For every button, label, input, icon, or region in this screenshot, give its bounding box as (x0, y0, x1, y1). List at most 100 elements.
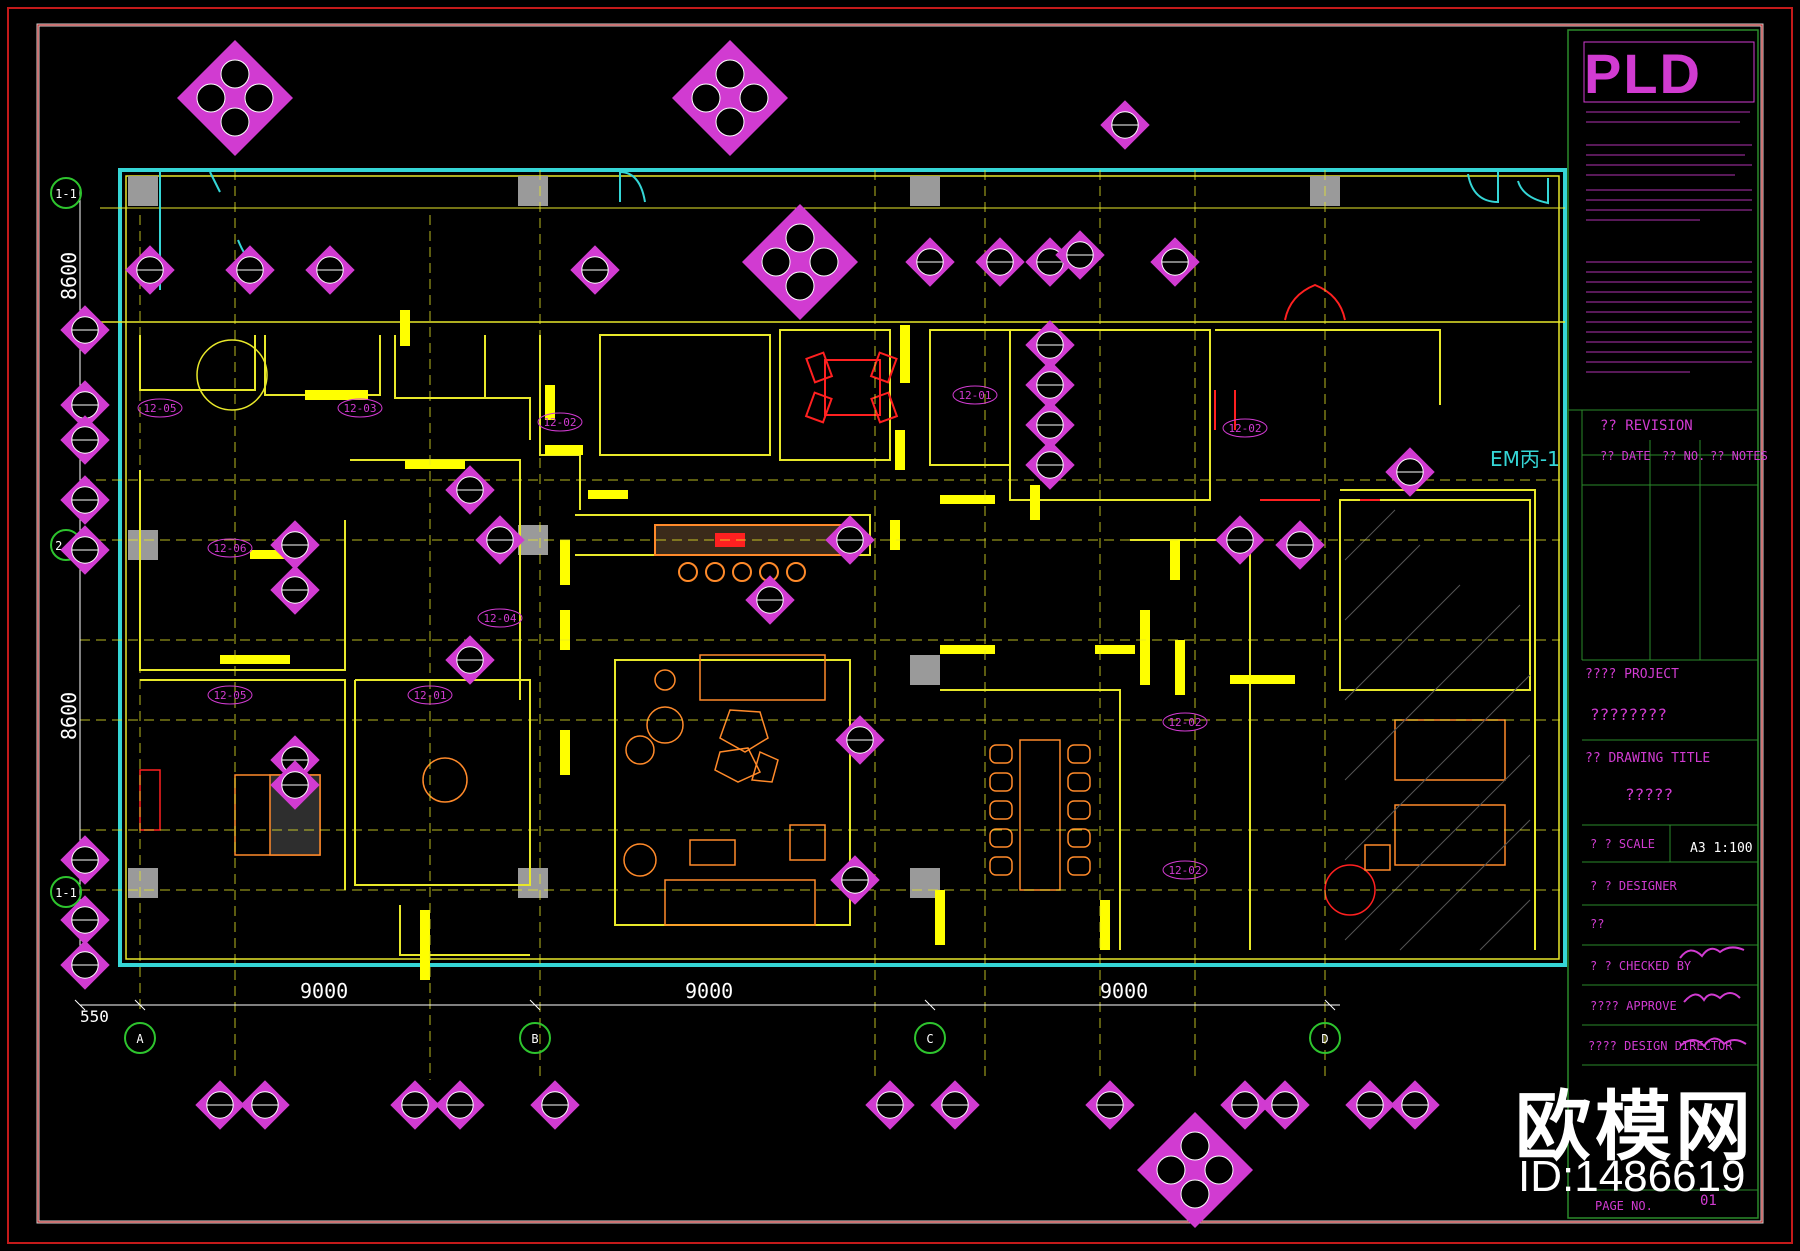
elevation-marker (60, 835, 110, 885)
elevation-marker (1025, 360, 1075, 410)
elevation-marker (475, 515, 525, 565)
title-block-text: ?? REVISION ?? DATE ?? NO. ?? NOTES ????… (1585, 418, 1768, 1213)
elevation-marker (745, 575, 795, 625)
elevation-marker (225, 245, 275, 295)
svg-text:A: A (136, 1032, 144, 1046)
director-label: ???? DESIGN DIRECTOR (1588, 1039, 1733, 1053)
signature-approve (1683, 992, 1741, 1003)
room-tag: 12-02 (1162, 712, 1208, 732)
elevation-marker (1220, 1080, 1270, 1130)
room-tag: 12-02 (1222, 418, 1268, 438)
elevation-marker (125, 245, 175, 295)
elevation-marker (835, 715, 885, 765)
room-tag: 12-02 (537, 412, 583, 432)
svg-text:1-1: 1-1 (55, 187, 77, 201)
room-tag: 12-01 (952, 385, 998, 405)
grid-bubble-bottom-a: A (124, 1022, 156, 1054)
svg-text:C: C (926, 1032, 933, 1046)
elevation-marker (1275, 520, 1325, 570)
elevation-marker (445, 635, 495, 685)
elevation-marker (1025, 440, 1075, 490)
room-tag: 12-01 (407, 685, 453, 705)
elevation-marker (60, 415, 110, 465)
dimension-lines (74, 190, 1340, 1011)
svg-text:12-04: 12-04 (483, 612, 516, 625)
title-block (1567, 29, 1759, 1219)
elevation-marker (270, 565, 320, 615)
elevation-marker (1025, 320, 1075, 370)
elevation-marker (1390, 1080, 1440, 1130)
elevation-marker (865, 1080, 915, 1130)
scale-label: ? ? SCALE (1590, 837, 1655, 851)
room-tag: 12-02 (1162, 860, 1208, 880)
door-swings (1214, 283, 1380, 501)
elevation-marker (1150, 237, 1200, 287)
svg-text:D: D (1321, 1032, 1328, 1046)
elevation-marker (270, 520, 320, 570)
grid-lines (80, 170, 1560, 1080)
scale-value: A3 1:100 (1690, 841, 1753, 856)
room-tag: 12-05 (137, 398, 183, 418)
elevation-marker (830, 855, 880, 905)
elevation-marker (60, 475, 110, 525)
grid-bubble-bottom-c: C (914, 1022, 946, 1054)
signature-director (1679, 1037, 1747, 1048)
svg-text:1-1: 1-1 (55, 886, 77, 900)
revision-col-notes: ?? NOTES (1710, 449, 1768, 463)
watermark-brand: 欧模网 (1515, 1085, 1755, 1170)
room-tags: 12-05 12-03 12-02 12-01 12-02 12-06 12-0… (137, 385, 1268, 880)
page-no-value: 01 (1700, 1193, 1717, 1209)
sheet-border (36, 23, 1764, 1224)
revision-label: ?? REVISION (1600, 418, 1693, 434)
grid-bubble-left-1: 1-1 (50, 177, 82, 209)
hatched-suite (1344, 509, 1531, 951)
outer-frame (7, 7, 1793, 1244)
elevation-marker (1025, 400, 1075, 450)
elevation-marker (1260, 1080, 1310, 1130)
grid-bubble-bottom-d: D (1309, 1022, 1341, 1054)
elevation-marker (530, 1080, 580, 1130)
dim-left-lower: 8600 (57, 692, 81, 740)
approve-label: ???? APPROVE (1590, 999, 1677, 1013)
elevation-marker (240, 1080, 290, 1130)
elevation-marker (1085, 1080, 1135, 1130)
room-tag: 12-05 (207, 685, 253, 705)
elevation-marker (975, 237, 1025, 287)
elevation-marker (1215, 515, 1265, 565)
checked-label: ? ? CHECKED BY (1590, 959, 1692, 973)
dim-left-top: 8600 (57, 252, 81, 300)
project-label: ???? PROJECT (1585, 667, 1679, 682)
svg-text:12-02: 12-02 (1168, 716, 1201, 729)
room-tag: 12-06 (207, 538, 253, 558)
room-tag: 12-03 (337, 398, 383, 418)
dim-offset: 550 (80, 1007, 109, 1026)
elevation-marker (930, 1080, 980, 1130)
elevation-marker-quad (1137, 1112, 1253, 1228)
furniture-living (623, 654, 826, 926)
svg-text:12-02: 12-02 (543, 416, 576, 429)
revision-col-date: ?? DATE (1600, 449, 1651, 463)
watermark-id: ID:1486619 (1518, 1152, 1746, 1201)
em-label: EM丙-1 (1490, 447, 1560, 471)
page-no-label: PAGE NO. (1595, 1199, 1653, 1213)
dining-table-large (989, 739, 1091, 891)
elevation-marker (390, 1080, 440, 1130)
elevation-marker (60, 895, 110, 945)
drawing-frame (37, 24, 1763, 1223)
elevation-marker (305, 245, 355, 295)
drawing-title-label: ?? DRAWING TITLE (1585, 751, 1710, 766)
svg-text:12-03: 12-03 (343, 402, 376, 415)
elevation-marker (825, 515, 875, 565)
dim-bottom-3: 9000 (1100, 979, 1148, 1003)
elevation-marker (445, 465, 495, 515)
elevation-marker (1345, 1080, 1395, 1130)
elevation-marker (435, 1080, 485, 1130)
signature-checked (1679, 946, 1745, 959)
svg-text:12-05: 12-05 (143, 402, 176, 415)
elevation-marker (1100, 100, 1150, 150)
elevation-marker (60, 525, 110, 575)
elevation-marker-quad (177, 40, 293, 156)
elevation-marker (905, 237, 955, 287)
grid-bubble-bottom-b: B (519, 1022, 551, 1054)
